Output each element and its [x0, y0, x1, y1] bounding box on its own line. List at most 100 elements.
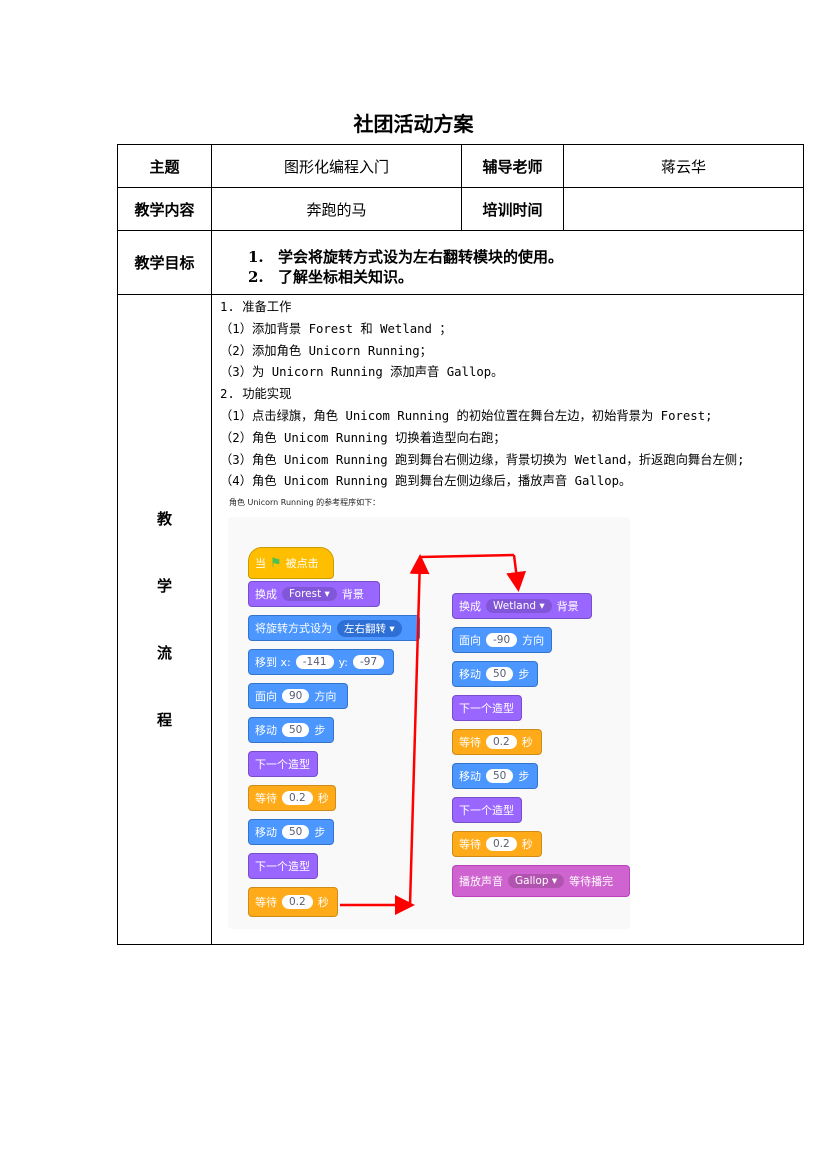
move-steps-block: 移动 50 步	[452, 763, 538, 789]
move-steps-block: 移动 50 步	[248, 819, 334, 845]
move-steps-block: 移动 50 步	[248, 717, 334, 743]
topic-label: 主题	[117, 144, 212, 188]
green-flag-icon: ⚑	[270, 555, 282, 571]
block-text: 背景	[341, 588, 364, 601]
steps-input: 50	[282, 723, 310, 737]
block-text: 秒	[317, 896, 329, 909]
table-row: 教 学 流 程 1. 准备工作 （1）添加背景 Forest 和 Wetland…	[117, 294, 806, 945]
next-costume-block: 下一个造型	[452, 695, 522, 721]
play-sound-block: 播放声音 Gallop ▾ 等待播完	[452, 865, 630, 897]
goto-xy-block: 移到 x: -141 y: -97	[248, 649, 394, 675]
block-text: 等待	[459, 838, 481, 851]
y-input: -97	[352, 655, 385, 669]
wait-block: 等待 0.2 秒	[452, 729, 542, 755]
step-line: 1. 准备工作	[220, 300, 292, 314]
program-caption: 角色 Unicorn Running 的参考程序如下：	[229, 498, 381, 508]
teacher-label: 辅导老师	[461, 144, 564, 188]
wait-block: 等待 0.2 秒	[452, 831, 542, 857]
steps-input: 50	[486, 667, 514, 681]
next-costume-block: 下一个造型	[248, 751, 318, 777]
block-text: 背景	[556, 600, 579, 613]
step-line: （1）添加背景 Forest 和 Wetland ；	[220, 321, 452, 336]
step-line: （1）点击绿旗，角色 Unicom Running 的初始位置在舞台左边，初始背…	[220, 408, 713, 423]
goal-list: 1. 学会将旋转方式设为左右翻转模块的使用。 2. 了解坐标相关知识。	[211, 230, 804, 295]
step-line: 2. 功能实现	[220, 387, 292, 402]
direction-input: 90	[282, 689, 310, 703]
block-text: 等待	[459, 736, 481, 749]
direction-input: -90	[486, 633, 518, 647]
arrow-top	[419, 553, 515, 559]
time-label: 培训时间	[461, 187, 564, 231]
flow-label-char: 学	[156, 576, 172, 595]
block-text: 当	[255, 557, 266, 570]
content-value: 奔跑的马	[211, 187, 462, 231]
block-text: 将旋转方式设为	[255, 622, 332, 635]
block-text: 步	[518, 770, 530, 783]
goal-label: 教学目标	[117, 230, 212, 295]
block-text: 播放声音	[459, 875, 503, 888]
plan-table: 主题 图形化编程入门 辅导老师 蒋云华 教学内容 奔跑的马 培训时间 教学目标 …	[117, 144, 804, 945]
block-text: 面向	[459, 634, 481, 647]
flow-label-char: 程	[156, 710, 172, 729]
step-line: （3）为 Unicorn Running 添加声音 Gallop。	[220, 365, 504, 380]
wait-block: 等待 0.2 秒	[248, 887, 338, 917]
switch-backdrop-block: 换成 Forest ▾ 背景	[248, 581, 380, 607]
block-text: 换成	[255, 588, 277, 601]
block-text: 等待播完	[569, 875, 614, 888]
flow-arrows	[340, 553, 527, 915]
seconds-input: 0.2	[282, 895, 313, 909]
move-steps-block: 移动 50 步	[452, 661, 538, 687]
block-text: 步	[314, 724, 326, 737]
wait-block: 等待 0.2 秒	[248, 785, 336, 811]
teacher-value: 蒋云华	[563, 144, 804, 188]
block-text: 步	[518, 668, 530, 681]
goal-item: 1. 学会将旋转方式设为左右翻转模块的使用。	[248, 247, 803, 267]
block-text: 移动	[255, 826, 277, 839]
step-line: （2）添加角色 Unicorn Running；	[220, 343, 432, 358]
flow-label-char: 教	[156, 509, 172, 528]
block-text: 秒	[317, 792, 329, 805]
block-text: 移到 x:	[255, 656, 291, 669]
table-row: 教学目标 1. 学会将旋转方式设为左右翻转模块的使用。 2. 了解坐标相关知识。	[117, 230, 804, 295]
block-text: 等待	[255, 792, 277, 805]
backdrop-dropdown: Forest ▾	[282, 587, 337, 601]
rotation-dropdown: 左右翻转 ▾	[337, 619, 402, 637]
goal-item: 2. 了解坐标相关知识。	[248, 267, 803, 287]
block-text: 换成	[459, 600, 481, 613]
flow-label-char: 流	[156, 643, 172, 662]
goal-text: 了解坐标相关知识。	[278, 268, 414, 286]
seconds-input: 0.2	[282, 791, 313, 805]
step-line: （4）角色 Unicom Running 跑到舞台左侧边缘后，播放声音 Gall…	[220, 474, 632, 489]
arrow-up	[408, 554, 430, 906]
topic-value: 图形化编程入门	[211, 144, 462, 188]
block-text: 移动	[459, 770, 481, 783]
next-costume-block: 下一个造型	[452, 797, 522, 823]
step-list: 1. 准备工作 （1）添加背景 Forest 和 Wetland ； （2）添加…	[212, 295, 806, 493]
time-value	[563, 187, 804, 231]
block-text: 移动	[255, 724, 277, 737]
block-text: 被点击	[285, 557, 319, 570]
table-row: 教学内容 奔跑的马 培训时间	[117, 187, 804, 231]
seconds-input: 0.2	[486, 735, 517, 749]
content-label: 教学内容	[117, 187, 212, 231]
switch-backdrop-block: 换成 Wetland ▾ 背景	[452, 593, 592, 619]
set-rotation-style-block: 将旋转方式设为 左右翻转 ▾	[248, 615, 420, 641]
step-line: （2）角色 Unicom Running 切换着造型向右跑；	[220, 430, 506, 445]
seconds-input: 0.2	[486, 837, 517, 851]
scratch-program-image: 当 ⚑ 被点击 换成 Forest ▾ 背景 将旋转方式设为 左右翻转 ▾ 移到…	[228, 517, 630, 929]
block-text: 步	[314, 826, 326, 839]
point-direction-block: 面向 -90 方向	[452, 627, 552, 653]
point-direction-block: 面向 90 方向	[248, 683, 348, 709]
arrow-down	[506, 554, 527, 592]
table-row: 主题 图形化编程入门 辅导老师 蒋云华	[117, 144, 804, 188]
block-text: 面向	[255, 690, 277, 703]
flow-content: 1. 准备工作 （1）添加背景 Forest 和 Wetland ； （2）添加…	[211, 294, 806, 945]
steps-input: 50	[486, 769, 514, 783]
goal-number: 1.	[248, 248, 264, 266]
flow-label: 教 学 流 程	[117, 294, 212, 945]
block-text: 秒	[521, 736, 533, 749]
goal-text: 学会将旋转方式设为左右翻转模块的使用。	[278, 248, 564, 266]
page-title: 社团活动方案	[353, 112, 474, 136]
x-input: -141	[295, 655, 334, 669]
block-text: 等待	[255, 896, 277, 909]
